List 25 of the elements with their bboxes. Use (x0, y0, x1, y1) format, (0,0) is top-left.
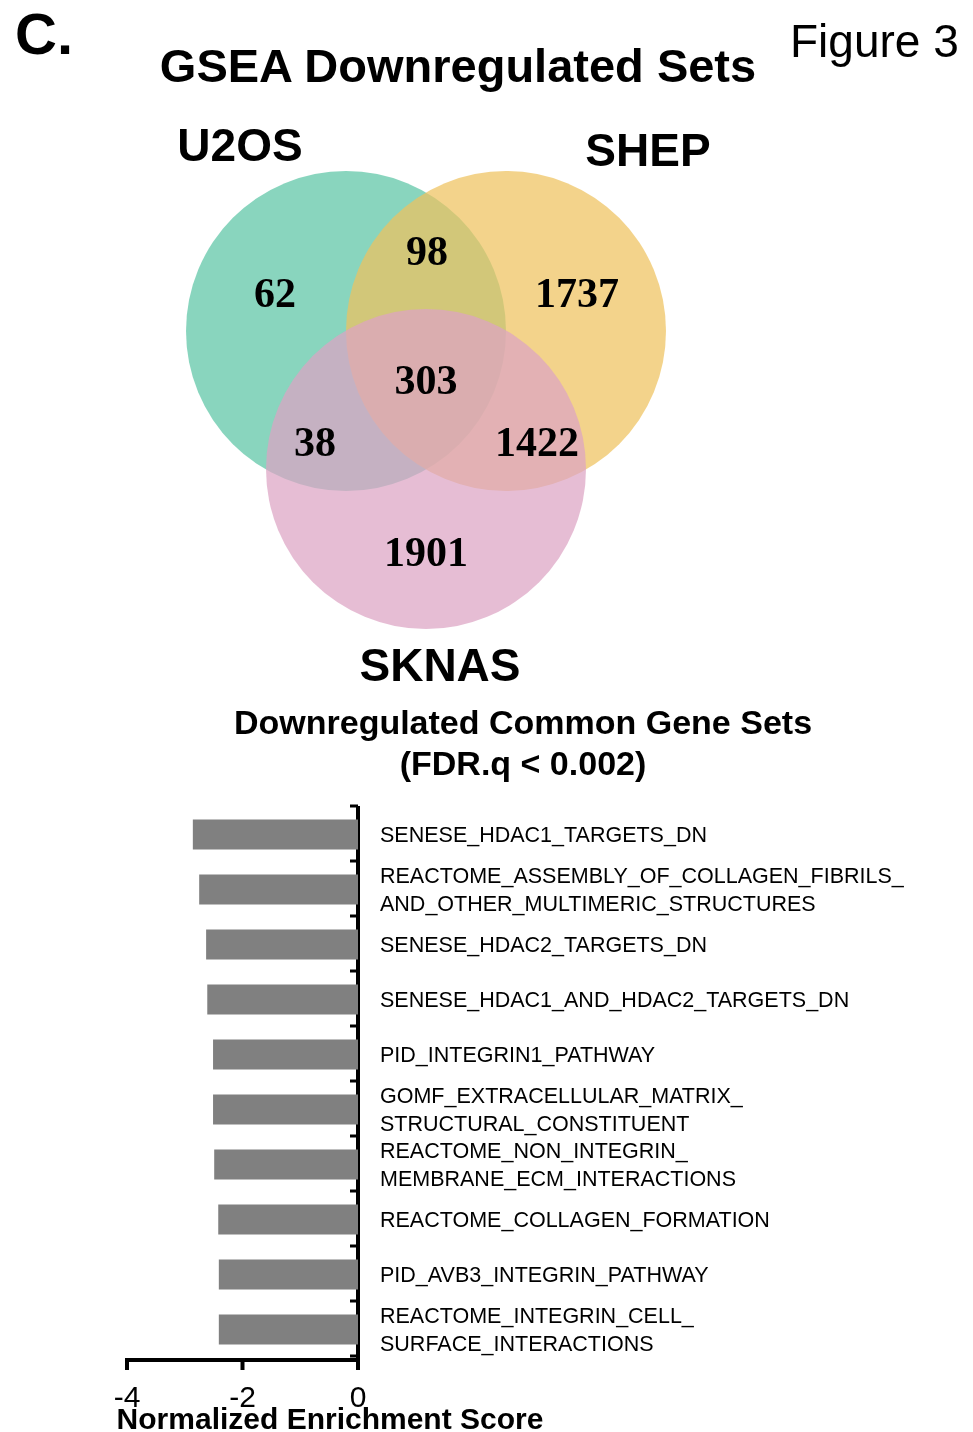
category-label: REACTOME_NON_INTEGRIN_ MEMBRANE_ECM_INTERACTIONS (380, 1137, 737, 1193)
count-label: 62 (254, 269, 296, 317)
category-label: SENESE_HDAC1_TARGETS_DN (380, 821, 708, 849)
category-label: GOMF_EXTRACELLULAR_MATRIX_ STRUCTURAL_CONSTITUENT (380, 1082, 744, 1138)
category-label: REACTOME_ASSEMBLY_OF_COLLAGEN_FIBRILS_ AND_OTHER_MULTIMERIC_STRUCTURES (380, 862, 905, 918)
category-label: PID_AVB3_INTEGRIN_PATHWAY (380, 1261, 710, 1289)
set-name: SHEP (585, 123, 711, 177)
count-label: 1737 (535, 269, 619, 317)
category-label: REACTOME_COLLAGEN_FORMATION (380, 1206, 771, 1234)
chart-subtitle: Downregulated Common Gene Sets (FDR.q < 0.002) (232, 702, 814, 784)
tick-label: -2 (229, 1380, 256, 1413)
count-label: 98 (406, 227, 448, 275)
set-name: SKNAS (359, 638, 521, 692)
category-label: PID_INTEGRIN1_PATHWAY (380, 1041, 657, 1069)
figure-number: Figure 3 (790, 14, 959, 68)
category-label: REACTOME_INTEGRIN_CELL_ SURFACE_INTERACTIONS (380, 1302, 695, 1358)
count-label: 303 (394, 356, 458, 404)
panel-letter: C. (15, 0, 73, 67)
category-label: SENESE_HDAC1_AND_HDAC2_TARGETS_DN (380, 986, 851, 1014)
set-name: U2OS (177, 118, 303, 172)
count-label: 1422 (495, 418, 579, 466)
count-label: 1901 (384, 528, 468, 576)
count-label: 38 (294, 418, 336, 466)
chart-title: GSEA Downregulated Sets (159, 38, 757, 93)
category-label: SENESE_HDAC2_TARGETS_DN (380, 931, 708, 959)
